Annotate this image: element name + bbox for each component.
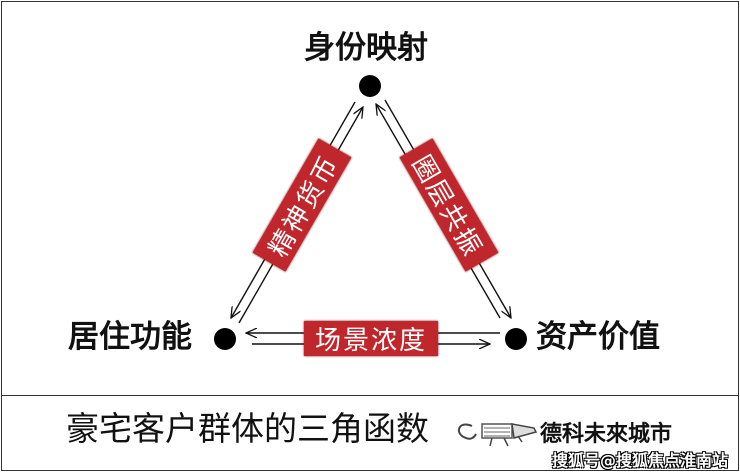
node-dot-top	[359, 75, 381, 97]
node-label-right: 资产价值	[536, 319, 660, 355]
brand-name: 德科未來城市	[540, 422, 673, 447]
diagram-title: 豪宅客户群体的三角函数	[66, 409, 429, 448]
edge-badge-bottom: 场景浓度	[304, 321, 438, 356]
node-dot-left	[214, 328, 236, 350]
node-dot-right	[505, 328, 527, 350]
watermark: 搜狐号@搜狐焦点淮南站	[552, 451, 729, 470]
divider-line	[1, 395, 739, 396]
lizard-logo-icon	[457, 423, 538, 447]
node-label-left: 居住功能	[68, 319, 192, 355]
node-label-top: 身份映射	[304, 30, 428, 66]
